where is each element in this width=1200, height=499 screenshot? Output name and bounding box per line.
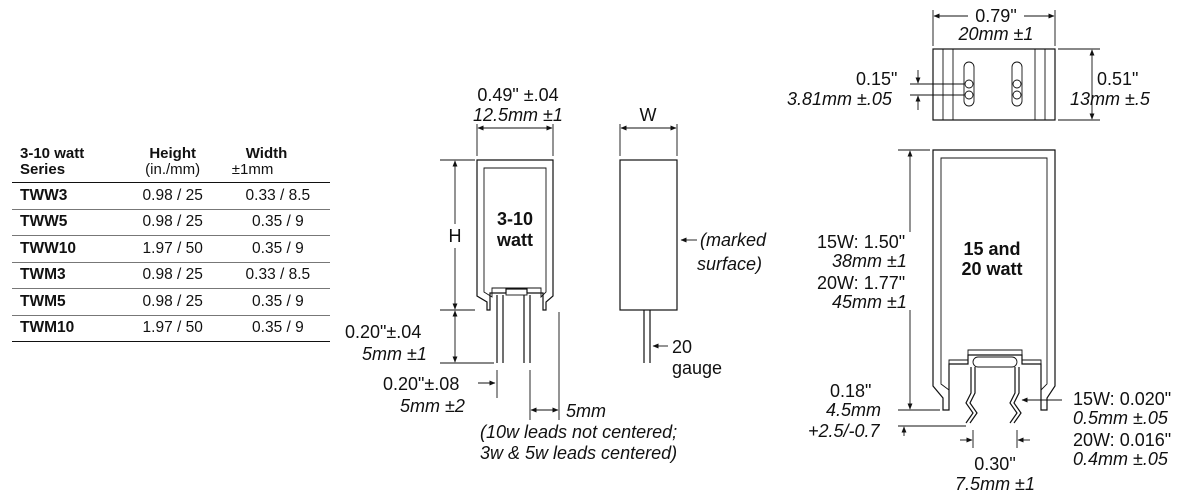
top-hole-right-1 [1012,79,1022,89]
header-width-line2: ±1mm [231,161,274,178]
large-lead-block [972,356,1018,368]
small-lead-spacing-mm: 5mm ±2 [400,396,465,416]
large-body-outline [932,149,1056,411]
h15-mm: 38mm ±1 [832,251,907,271]
top-width-in: 0.79" [975,6,1016,26]
small-lead-note-2: 3w & 5w leads centered) [480,443,677,463]
table-cell-height: 1.97 / 50 [119,315,222,342]
table-cell-series: TWW5 [12,209,120,236]
table-cell-width: 0.33 / 8.5 [221,262,330,289]
large-lead-left [965,367,978,424]
header-series-line1: 3-10 watt [20,145,85,162]
top-width-label-bg [968,6,1024,26]
top-depth-in: 0.51" [1097,69,1138,89]
small-lead-offset: 5mm [566,401,606,421]
table-cell-width: 0.33 / 8.5 [221,182,330,210]
top-body-outline [932,48,1056,121]
dia20-mm: 0.4mm ±.05 [1073,449,1169,469]
small-width-mm: 12.5mm ±1 [473,105,563,125]
large-body-label-2: 20 watt [961,259,1022,279]
h15-in: 15W: 1.50" [817,232,905,252]
small-width-in: 0.49" ±.04 [477,85,558,105]
large-lead-in: 0.18" [830,381,871,401]
top-hole-right-2 [1012,90,1022,100]
side-body-outline [619,159,678,311]
large-body-inner [940,157,1048,392]
table-cell-height: 1.97 / 50 [119,235,222,263]
marked-surface-2: surface) [697,254,762,274]
header-height-line2: (in./mm) [145,161,201,178]
large-resistor-front-view: 15 and 20 watt 15W: 1.50" 38mm ±1 20W: 1… [808,149,1171,494]
table-cell-width: 0.35 / 9 [221,315,330,342]
large-lead-mm: 4.5mm [826,400,881,420]
marked-surface-1: (marked [700,230,767,250]
side-width-label: W [640,105,657,125]
small-resistor-front-view: 3-10 watt 0.49" ±.04 12.5mm ±1 H 0.20"±.… [345,85,677,463]
large-body-label-1: 15 and [963,239,1020,259]
small-body-label-1: 3-10 [497,209,533,229]
dia15-in: 15W: 0.020" [1073,389,1171,409]
pitch-in: 0.30" [974,454,1015,474]
small-body-label-2: watt [496,230,533,250]
large-lead-right [1009,367,1022,424]
small-height-label: H [449,226,462,246]
pitch-mm: 7.5mm ±1 [955,474,1035,494]
top-slot-right [1011,61,1023,107]
header-width: Width±1mm [222,144,330,183]
table-cell-height: 0.98 / 25 [119,209,222,236]
small-resistor-side-view: W (marked surface) 20 gauge [619,105,767,378]
top-hole-left-2 [964,90,974,100]
table-cell-height: 0.98 / 25 [119,182,222,210]
table-cell-series: TWM3 [12,262,120,289]
h20-mm: 45mm ±1 [832,292,907,312]
table-cell-height: 0.98 / 25 [119,288,222,316]
large-resistor-top-view: 0.79" 20mm ±1 0.15" 3.81mm ±.05 0.51" 13… [787,6,1151,121]
header-height: Height(in./mm) [120,144,222,183]
header-width-line1: Width [245,145,288,162]
small-lead-note-1: (10w leads not centered; [480,422,677,442]
top-hole-left-1 [964,79,974,89]
dia20-in: 20W: 0.016" [1073,430,1171,450]
slot-in: 0.15" [856,69,897,89]
h20-in: 20W: 1.77" [817,273,905,293]
gauge-2: gauge [672,358,722,378]
table-cell-series: TWW3 [12,182,120,210]
large-lead-tol: +2.5/-0.7 [808,421,881,441]
top-depth-mm: 13mm ±.5 [1070,89,1151,109]
table-cell-width: 0.35 / 9 [221,209,330,236]
header-series-line2: Series [20,161,66,178]
small-lead-spacing-in: 0.20"±.08 [383,374,459,394]
gauge-1: 20 [672,337,692,357]
table-cell-width: 0.35 / 9 [221,235,330,263]
small-lead-length-in: 0.20"±.04 [345,322,421,342]
small-lead-length-mm: 5mm ±1 [362,344,427,364]
table-cell-width: 0.35 / 9 [221,288,330,316]
table-cell-series: TWM10 [12,315,120,342]
table-cell-series: TWM5 [12,288,120,316]
header-height-line1: Height [149,145,197,162]
small-lead-block [505,288,528,296]
slot-mm: 3.81mm ±.05 [787,89,893,109]
dia15-mm: 0.5mm ±.05 [1073,408,1169,428]
table-cell-height: 0.98 / 25 [119,262,222,289]
small-body-inner [483,167,547,299]
table-cell-series: TWW10 [12,235,120,263]
small-height-label-bg [444,224,466,248]
top-width-mm: 20mm ±1 [958,24,1034,44]
